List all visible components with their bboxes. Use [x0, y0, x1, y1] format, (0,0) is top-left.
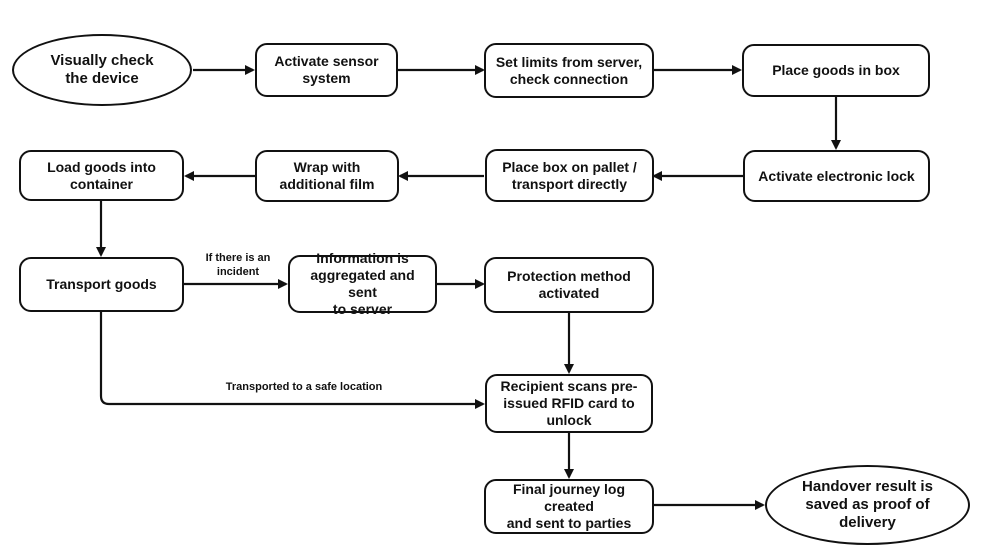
- wrap-film-node: Wrap with additional film: [255, 150, 399, 202]
- node-label: Activate sensor system: [274, 53, 379, 86]
- node-label: Transport goods: [46, 276, 157, 292]
- load-goods-node: Load goods into container: [19, 150, 184, 201]
- node-label: Visually check the device: [50, 52, 154, 87]
- node-label: Activate electronic lock: [758, 167, 915, 184]
- node-label: Place box on pallet / transport directly: [502, 158, 637, 192]
- protection-method-node: Protection method activated: [484, 257, 654, 313]
- arrow-transport-to-recipient: [99, 312, 485, 409]
- incident-edge-label: If there is an incident: [205, 252, 271, 278]
- node-label: Recipient scans pre- issued RFID card to…: [500, 378, 638, 428]
- place-box-node: Place box on pallet / transport directly: [485, 149, 654, 202]
- transport-goods-node: Transport goods: [19, 257, 184, 312]
- node-label: Information is aggregated and sent to se…: [310, 250, 415, 317]
- node-label: Load goods into container: [47, 158, 156, 192]
- node-label: Set limits from server, check connection: [495, 53, 643, 87]
- handover-result-node: Handover result is saved as proof of del…: [765, 465, 970, 545]
- node-label: Protection method activated: [507, 268, 631, 301]
- safe-location-edge-label: Transported to a safe location: [225, 381, 383, 393]
- activate-lock-node: Activate electronic lock: [743, 150, 930, 202]
- node-label: Final journey log created and sent to pa…: [506, 481, 632, 531]
- activate-sensor-node: Activate sensor system: [255, 43, 398, 97]
- recipient-scans-node: Recipient scans pre- issued RFID card to…: [485, 374, 653, 433]
- info-aggregated-node: Information is aggregated and sent to se…: [288, 250, 437, 317]
- final-log-node: Final journey log created and sent to pa…: [484, 479, 654, 534]
- node-label: Place goods in box: [772, 62, 900, 78]
- place-goods-node: Place goods in box: [742, 44, 930, 97]
- visually-check-device-node: Visually check the device: [12, 34, 192, 106]
- node-label: Wrap with additional film: [279, 159, 375, 192]
- set-limits-node: Set limits from server, check connection: [484, 43, 654, 98]
- node-label: Handover result is saved as proof of del…: [802, 478, 933, 531]
